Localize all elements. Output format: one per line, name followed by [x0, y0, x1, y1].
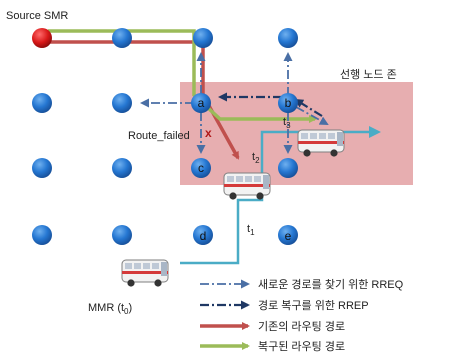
- route-failed-label: Route_failed: [128, 130, 190, 142]
- legend-label-rrep: 경로 복구를 위한 RREP: [258, 299, 369, 312]
- mmr-label: MMR (t0): [88, 302, 132, 316]
- zone-label: 선행 노드 존: [340, 68, 397, 81]
- legend-label-recovered: 복구된 라우팅 경로: [258, 340, 345, 353]
- node-row2-1: [32, 93, 52, 113]
- source-smr-label: Source SMR: [6, 10, 68, 22]
- node-top-3: [193, 28, 213, 48]
- node-label-c: c: [198, 161, 204, 175]
- node-label-d: d: [200, 229, 207, 243]
- bus-icon-t0: [122, 260, 168, 287]
- node-row4-1: [32, 225, 52, 245]
- node-top-4: [278, 28, 298, 48]
- legend: 새로운 경로를 찾기 위한 RREQ 경로 복구를 위한 RREP 기존의 라우…: [200, 278, 404, 353]
- legend-label-rreq: 새로운 경로를 찾기 위한 RREQ: [258, 278, 404, 291]
- node-row4-2: [112, 225, 132, 245]
- time-label-t1: t1: [247, 223, 255, 237]
- node-row3-2: [112, 158, 132, 178]
- source-node: [32, 28, 52, 48]
- node-label-e: e: [285, 229, 292, 243]
- node-row3-1: [32, 158, 52, 178]
- failure-mark: x: [205, 126, 212, 140]
- node-label-a: a: [198, 96, 205, 110]
- legend-label-original: 기존의 라우팅 경로: [258, 320, 345, 333]
- node-label-b: b: [285, 96, 292, 110]
- node-row3-4: [278, 158, 298, 178]
- node-row2-2: [112, 93, 132, 113]
- bus-icon-t2: [224, 173, 270, 200]
- node-top-2: [112, 28, 132, 48]
